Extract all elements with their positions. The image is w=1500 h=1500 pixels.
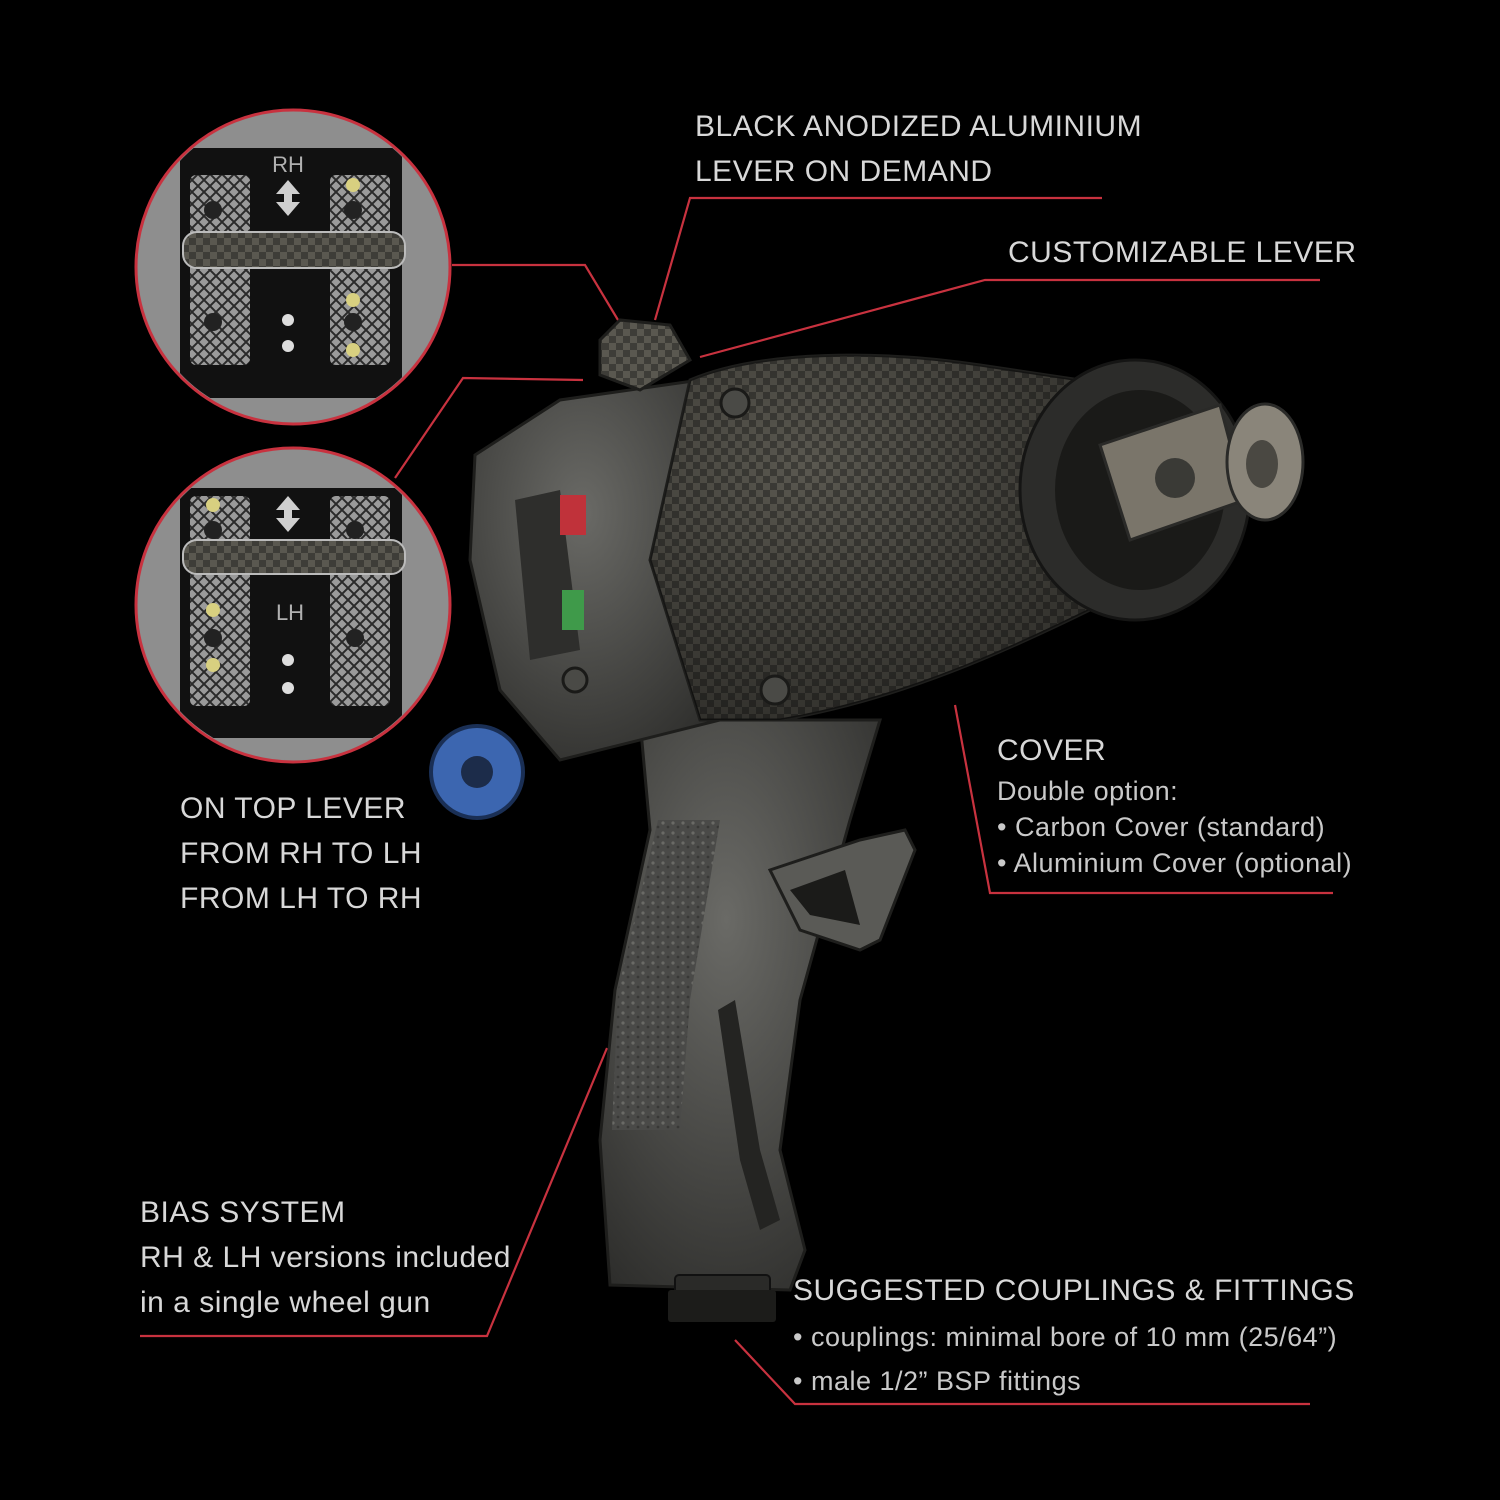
leader-zoom-top: [452, 263, 619, 321]
leader-lever-material: [653, 196, 1102, 321]
callout-bias-system: BIAS SYSTEM RH & LH versions included in…: [140, 1190, 511, 1325]
top-lever-on-gun: [598, 318, 693, 392]
callout-bullet: Carbon Cover (standard): [997, 809, 1352, 845]
leader-bias-system: [140, 1047, 609, 1338]
callout-cover: COVER Double option: Carbon Cover (stand…: [997, 728, 1352, 881]
callout-bullet: couplings: minimal bore of 10 mm (25/64”…: [793, 1319, 1355, 1355]
callout-line: ON TOP LEVER: [180, 792, 407, 825]
callout-line: RH & LH versions included: [140, 1241, 511, 1274]
leader-couplings: [734, 1339, 1310, 1406]
top-lever: [182, 539, 406, 575]
callout-line: LEVER ON DEMAND: [695, 155, 993, 188]
callout-customizable-lever: CUSTOMIZABLE LEVER: [1008, 230, 1357, 275]
rear-housing: [468, 378, 722, 762]
leader-zoom-bottom: [394, 376, 584, 479]
lh-marking: LH: [276, 600, 304, 625]
callout-couplings: SUGGESTED COUPLINGS & FITTINGS couplings…: [793, 1268, 1355, 1399]
leader-lines: [140, 196, 1333, 1406]
direction-indicator-red: [560, 495, 586, 535]
callout-line: in a single wheel gun: [140, 1286, 431, 1319]
callout-line: BLACK ANODIZED ALUMINIUM: [695, 110, 1143, 143]
direction-indicator-green: [562, 590, 584, 630]
lever-plate-left: [190, 175, 250, 365]
lever-plate-right: [330, 175, 390, 365]
callout-line: BIAS SYSTEM: [140, 1196, 346, 1229]
callout-title: SUGGESTED COUPLINGS & FITTINGS: [793, 1274, 1355, 1307]
callout-line: FROM RH TO LH: [180, 837, 423, 870]
callout-bullet: male 1/2” BSP fittings: [793, 1363, 1355, 1399]
rh-marking: RH: [272, 152, 304, 177]
leader-customizable-lever: [699, 278, 1320, 359]
leader-cover: [953, 704, 1333, 895]
grip-texture: [612, 820, 720, 1130]
zoom-view-rh: RH: [134, 108, 452, 426]
zoom-view-lh: LH: [134, 446, 452, 764]
wheel-gun: [429, 318, 1305, 1322]
callout-lever-material: BLACK ANODIZED ALUMINIUM LEVER ON DEMAND: [695, 104, 1142, 194]
direction-arrow-icon: [276, 496, 300, 532]
direction-arrow-icon: [276, 180, 300, 216]
callout-subtitle: Double option:: [997, 776, 1179, 806]
callout-line: FROM LH TO RH: [180, 882, 423, 915]
top-lever: [182, 231, 406, 269]
callout-bullet: Aluminium Cover (optional): [997, 845, 1352, 881]
callout-line: CUSTOMIZABLE LEVER: [1008, 236, 1357, 269]
callout-top-lever: ON TOP LEVER FROM RH TO LH FROM LH TO RH: [180, 786, 422, 921]
callout-title: COVER: [997, 734, 1107, 767]
